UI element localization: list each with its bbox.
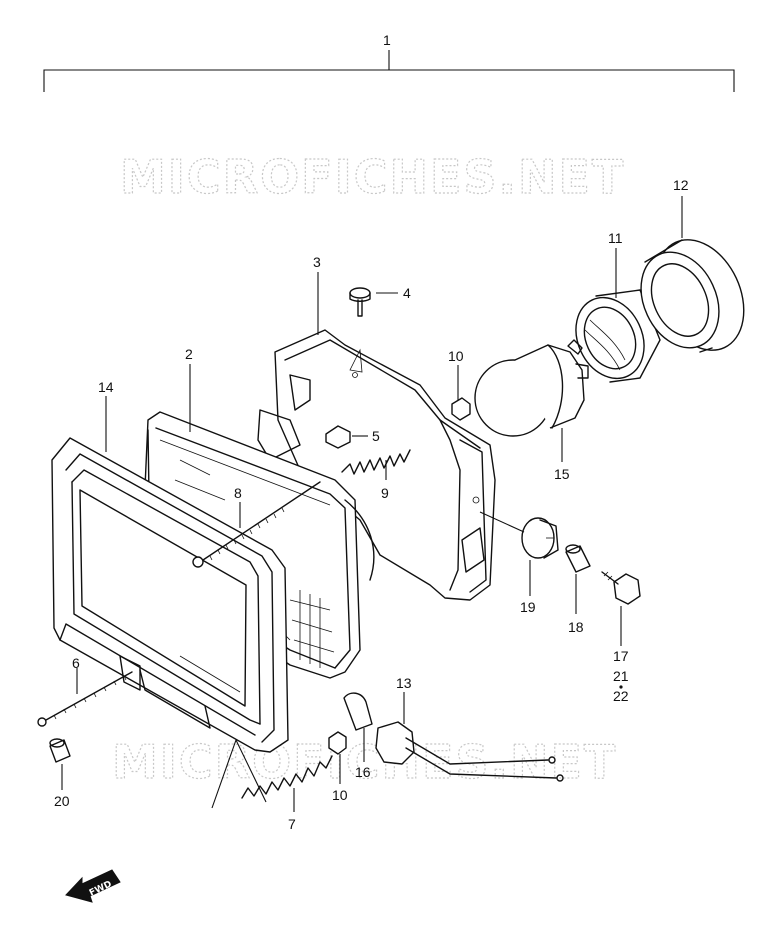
bolt-17	[601, 571, 641, 605]
callout-5: 5	[372, 428, 380, 444]
callout-10-lower: 10	[332, 787, 348, 803]
callout-21: 21	[613, 668, 629, 684]
collar-20	[49, 738, 71, 763]
callout-6: 6	[72, 655, 80, 671]
callout-4: 4	[403, 285, 411, 301]
callout-labels: 1 2 3 4 5 6 7 8 9 10 10 11 12 13 14 15 1…	[54, 32, 689, 832]
headlight-bulb	[474, 339, 589, 437]
callout-18: 18	[568, 619, 584, 635]
callout-12: 12	[673, 177, 689, 193]
spring-9	[341, 449, 411, 475]
leader-lines	[61, 196, 683, 812]
callout-11: 11	[608, 230, 623, 246]
bulb-socket-13	[375, 721, 564, 782]
callout-22: 22	[613, 688, 629, 704]
adjuster-screw-8	[192, 481, 321, 568]
headlamp-rim	[51, 437, 289, 753]
callout-15: 15	[554, 466, 570, 482]
callout-19: 19	[520, 599, 536, 615]
callout-9: 9	[381, 485, 389, 501]
callout-2: 2	[185, 346, 193, 362]
callout-10-upper: 10	[448, 348, 464, 364]
callout-1: 1	[383, 32, 391, 48]
nut-10-upper	[451, 397, 471, 421]
callout-8: 8	[234, 485, 242, 501]
assembly-bracket	[43, 50, 735, 92]
collar-18	[565, 544, 591, 573]
callout-3: 3	[313, 254, 321, 270]
fwd-arrow: FWD	[65, 869, 121, 903]
callout-17: 17	[613, 648, 629, 664]
fwd-arrow-icon	[65, 869, 121, 903]
nut-5	[325, 425, 351, 449]
adjuster-screw-6	[37, 671, 133, 727]
callout-13: 13	[396, 675, 412, 691]
grommet-19	[521, 517, 559, 559]
dust-cover	[640, 239, 745, 353]
nut-10-lower	[328, 731, 347, 755]
spring-7	[241, 755, 333, 799]
screw-4	[349, 287, 371, 317]
callout-7: 7	[288, 816, 296, 832]
socket-cup	[575, 289, 661, 383]
callout-16: 16	[355, 764, 371, 780]
callout-20: 20	[54, 793, 70, 809]
separator-dot	[619, 685, 623, 689]
watermark-bottom: MICROFICHES.NET	[112, 735, 617, 789]
position-bulb-16	[343, 692, 373, 731]
callout-14: 14	[98, 379, 114, 395]
watermark-top: MICROFICHES.NET	[120, 150, 625, 204]
